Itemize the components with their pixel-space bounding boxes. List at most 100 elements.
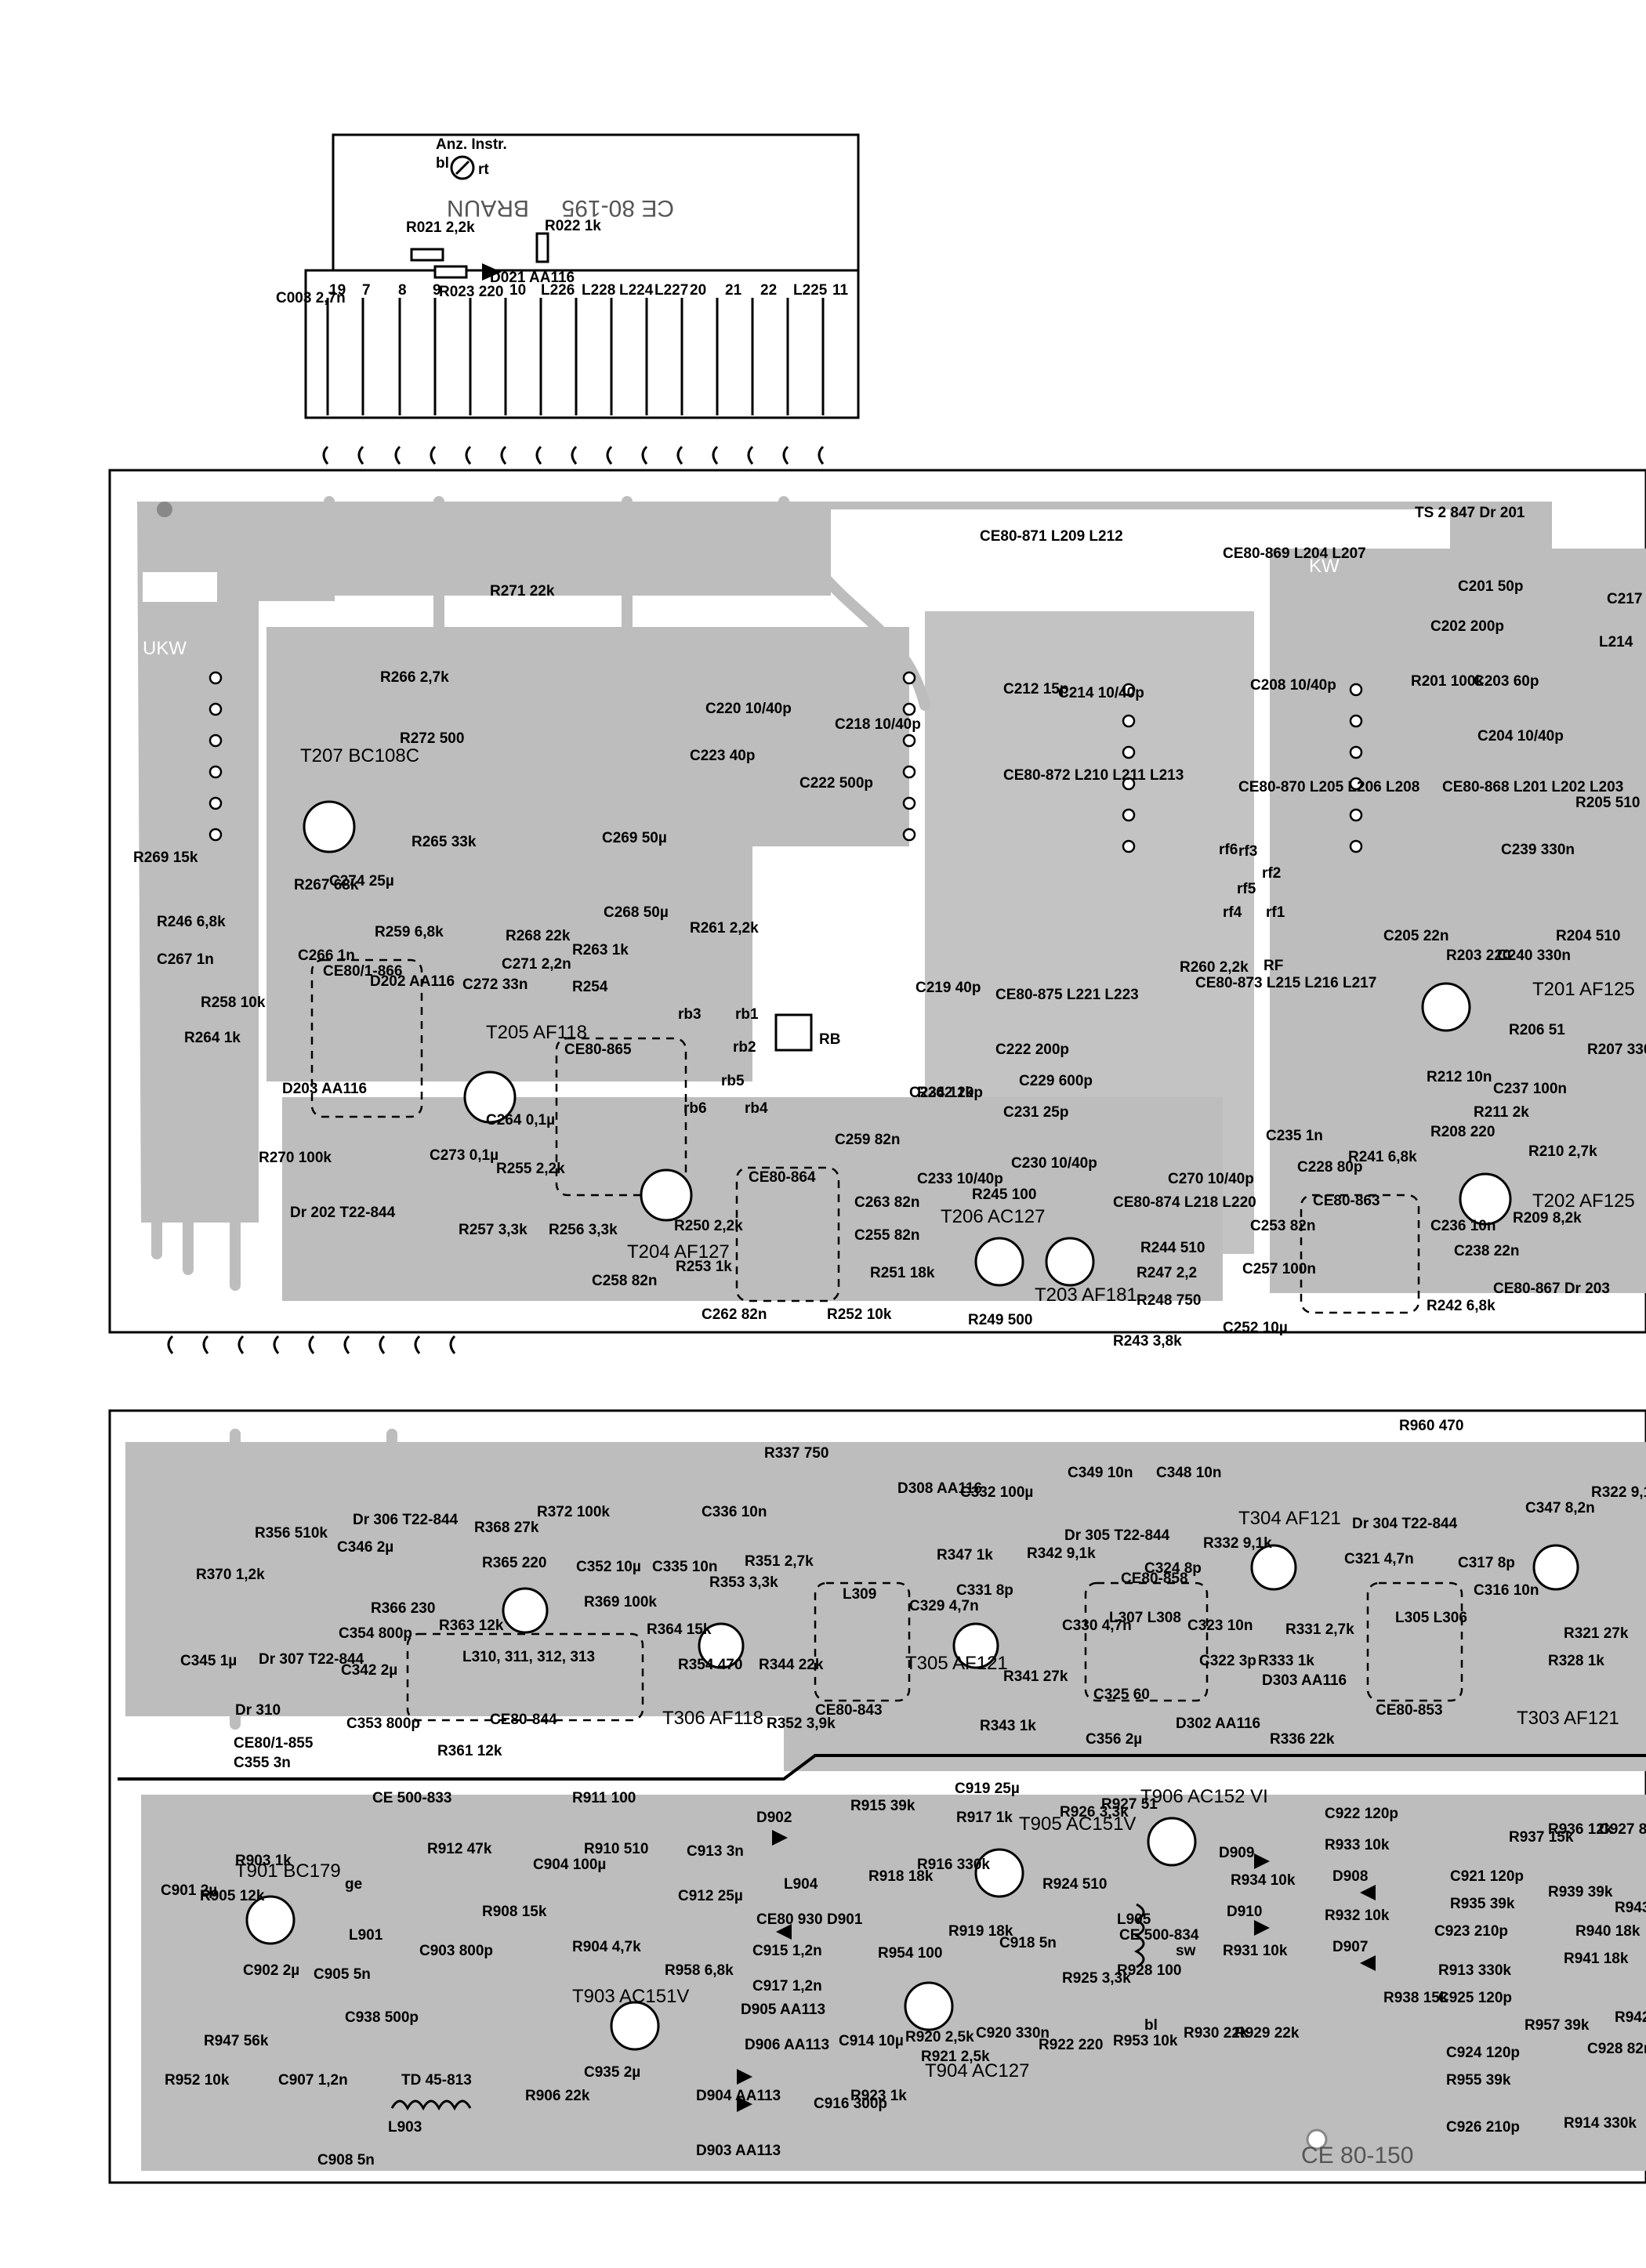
part-label: C219 40p (915, 980, 981, 996)
part-label: R242 6,8k (1427, 1298, 1496, 1314)
transistor-icon (1532, 1544, 1579, 1591)
module-label: CE80-873 L215 L216 L217 (1195, 975, 1376, 991)
part-r022: R022 1k (545, 218, 601, 234)
t304-label: T304 AF121 (1238, 1508, 1341, 1529)
pin-label: 7 (362, 282, 371, 299)
part-label: D202 AA116 (370, 973, 455, 990)
part-label: R941 18k (1564, 1951, 1629, 1967)
coil-label: L904 (784, 1876, 818, 1893)
module-label: CE80-844 (490, 1712, 557, 1728)
transistor-icon (974, 1237, 1024, 1287)
part-label: R960 470 (1399, 1418, 1463, 1434)
part-label: R363 12k (439, 1618, 504, 1634)
t303-label: T303 AF121 (1517, 1708, 1619, 1729)
t903-label: T903 AC151V (572, 1986, 689, 2007)
part-label: R910 510 (584, 1841, 648, 1857)
pin-label: L224 (619, 282, 654, 299)
meter-needle (455, 160, 470, 176)
part-label: C904 100µ (533, 1857, 606, 1873)
part-label: R258 10k (201, 995, 266, 1011)
part-label: C234 120p (909, 1085, 983, 1101)
part-label: C912 25µ (678, 1888, 743, 1904)
part-label: C271 2,2n (502, 956, 571, 973)
module-label: CE80-863 (1313, 1193, 1380, 1209)
part-label: C352 10µ (576, 1559, 641, 1575)
part-label: R352 3,9k (767, 1715, 836, 1732)
part-label: C239 330n (1501, 842, 1575, 858)
t203-label: T203 AF181 (1035, 1284, 1137, 1306)
diode-icon (1254, 1853, 1270, 1869)
transistor-icon (1045, 1237, 1095, 1287)
part-r021: R021 2,2k (406, 219, 475, 236)
module-label: CE80-864 (749, 1169, 816, 1186)
part-label: C922 120p (1325, 1806, 1398, 1822)
part-label: TS 2 847 Dr 201 (1415, 505, 1525, 521)
part-label: R341 27k (1003, 1668, 1068, 1685)
coil-icon (390, 2100, 472, 2111)
part-label: R267 68k (294, 877, 359, 893)
transistor-icon (974, 1848, 1024, 1898)
part-label: R269 15k (133, 850, 198, 866)
pin-label: 8 (398, 282, 407, 299)
part-label: R208 220 (1430, 1124, 1495, 1140)
switch-label: ge (345, 1876, 362, 1893)
pin-label: L228 (582, 282, 615, 299)
relay-label: rb5 (721, 1073, 745, 1089)
part-label: R354 470 (678, 1657, 742, 1673)
part-label: R253 1k (676, 1259, 732, 1275)
part-label: R954 100 (878, 1945, 942, 1962)
ribbon-cable (322, 445, 825, 465)
part-label: C316 10n (1474, 1582, 1539, 1599)
part-label: C336 10n (702, 1504, 767, 1520)
part-label: R265 33k (412, 834, 477, 850)
part-label: R906 22k (525, 2088, 590, 2104)
part-label: C223 40p (690, 748, 755, 764)
module-label: CE80-875 L221 L223 (995, 987, 1139, 1003)
part-label: R920 2,5k (905, 2029, 974, 2045)
part-label: C917 1,2n (752, 1978, 822, 1994)
band-lw: LW (909, 556, 937, 577)
part-label: C902 2µ (243, 1962, 299, 1979)
diode-label: D909 (1219, 1845, 1254, 1861)
band-ukw: UKW (143, 638, 187, 659)
part-label: C935 2µ (584, 2064, 640, 2081)
part-label: RF (1264, 958, 1283, 974)
part-label: C901 2µ (161, 1882, 217, 1899)
part-label: R252 10k (827, 1306, 892, 1323)
part-label: C907 1,2n (278, 2072, 348, 2089)
relay-label: rf4 (1223, 904, 1242, 921)
part-label: C914 10µ (839, 2033, 904, 2049)
part-label: C347 8,2n (1525, 1500, 1595, 1516)
diode-icon (1360, 1885, 1376, 1900)
diode-label: D906 AA113 (745, 2037, 829, 2053)
module-label: CE80-865 (564, 1042, 632, 1058)
module-label: CE80-872 L210 L211 L213 (1003, 767, 1184, 784)
diode-label: D908 (1332, 1868, 1368, 1885)
switch-contacts (208, 671, 1363, 853)
t204-label: T204 AF127 (627, 1241, 730, 1263)
part-label: R365 220 (482, 1555, 546, 1571)
module-label: CE80-874 L218 L220 (1113, 1194, 1256, 1211)
diode-label: D901 (827, 1911, 863, 1928)
coil-label: L905 (1117, 1911, 1151, 1928)
module-label: CE80-853 (1376, 1702, 1443, 1719)
part-label: C915 1,2n (752, 1943, 822, 1959)
part-label: R904 4,7k (572, 1939, 641, 1955)
diode-icon (772, 1830, 788, 1846)
mount-hole (157, 502, 172, 517)
part-label: R936 12k (1548, 1821, 1613, 1838)
pin-label: L226 (541, 282, 575, 299)
part-label: R356 510k (255, 1525, 328, 1542)
part-label: C222 500p (799, 775, 873, 792)
part-label: R925 3,3k (1062, 1970, 1131, 1987)
part-label: R266 2,7k (380, 669, 449, 686)
part-label: R353 3,3k (709, 1574, 778, 1591)
board-split-line (118, 1754, 1646, 1781)
af-module-labels: CE 500-833 CE 500-834 TD 45-813 CE80 930… (345, 1790, 1199, 2136)
part-label: R272 500 (400, 730, 464, 747)
part-label: C263 82n (854, 1194, 919, 1211)
part-label: C267 1n (157, 951, 214, 968)
tuner-modules (310, 958, 1420, 1314)
display-parts: R021 2,2k R022 1k R023 220 D021 AA116 C0… (276, 218, 601, 306)
part-label: R256 3,3k (549, 1222, 618, 1238)
